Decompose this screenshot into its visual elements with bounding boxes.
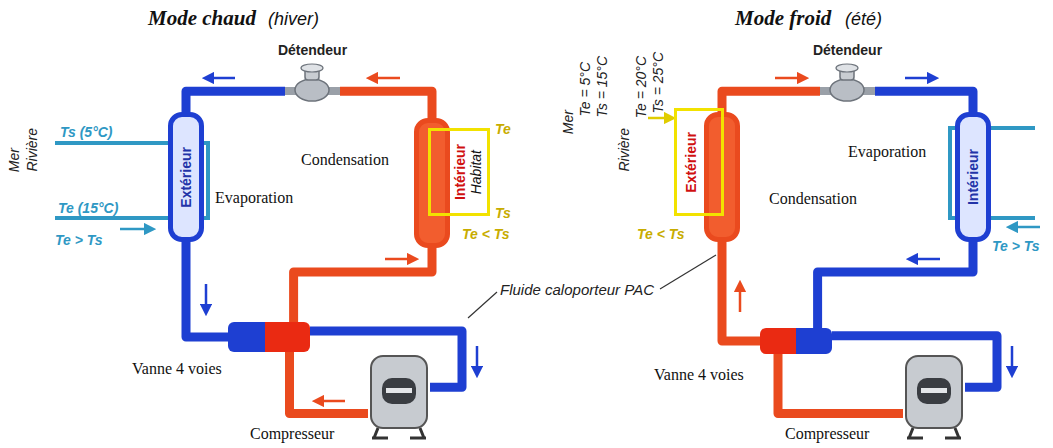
evaporator-coil: IntérieurEvaporation <box>955 112 991 242</box>
source-name: Rivière <box>24 128 40 172</box>
part-heading: Compresseur <box>250 425 334 443</box>
temperature-label: Ts = 25°C <box>650 52 666 114</box>
part-heading: Compresseur <box>785 425 869 443</box>
temperature-relation: Te < Ts <box>462 226 510 242</box>
mode-title: Mode froid <box>735 6 831 31</box>
temperature-relation: Te > Ts <box>55 232 103 248</box>
refrigerant-pipe <box>186 242 228 337</box>
four-way-valve: Vanne 4 voies <box>760 328 832 354</box>
source-name: Mer <box>6 148 22 172</box>
refrigerant-pipe <box>875 91 973 112</box>
part-heading: Evaporation <box>848 143 926 161</box>
temperature-relation: Te > Ts <box>992 238 1040 254</box>
refrigerant-pipe <box>186 91 285 112</box>
part-heading: Habitat <box>468 150 484 194</box>
temperature-label: Te <box>495 121 511 137</box>
compressor: Compresseur <box>903 352 965 440</box>
part-heading: Condensation <box>301 151 389 169</box>
source-name: Rivière <box>616 128 632 172</box>
refrigerant-pipe <box>722 91 820 112</box>
part-heading: Evaporation <box>215 189 293 207</box>
part-label: Intérieur <box>965 149 981 205</box>
part-heading: Détendeur <box>278 42 347 58</box>
mode-season: (hiver) <box>268 9 319 30</box>
temperature-label: Ts = 15°C <box>594 56 610 118</box>
part-heading: Condensation <box>769 190 857 208</box>
refrigerant-pipe <box>290 352 369 414</box>
part-label: Intérieur <box>452 144 468 200</box>
refrigerant-pipe <box>294 248 432 322</box>
part-heading: Vanne 4 voies <box>132 360 222 378</box>
compressor: Compresseur <box>368 352 430 440</box>
temperature-label: Ts (5°C) <box>60 124 113 140</box>
refrigerant-pipe <box>340 91 432 118</box>
temperature-relation: Te < Ts <box>637 226 685 242</box>
part-heading: Vanne 4 voies <box>654 366 744 384</box>
temperature-label: Te (15°C) <box>58 200 118 216</box>
fluid-callout: Fluide caloporteur PAC <box>500 281 654 298</box>
expansion-valve: Détendeur <box>820 62 875 107</box>
four-way-valve: Vanne 4 voies <box>228 322 310 352</box>
evaporator-coil: ExtérieurEvaporation <box>168 112 204 242</box>
refrigerant-pipe <box>778 354 903 414</box>
part-heading: Détendeur <box>813 42 882 58</box>
mode-season: (été) <box>845 9 882 30</box>
part-label: Extérieur <box>683 132 699 193</box>
source-name: Mer <box>560 110 576 134</box>
expansion-valve: Détendeur <box>285 62 340 107</box>
mode-title: Mode chaud <box>148 6 256 31</box>
temperature-label: Ts <box>495 205 511 221</box>
outdoor-exchange-box: Extérieur <box>674 108 724 216</box>
temperature-label: Te = 5°C <box>577 62 593 117</box>
indoor-exchange-box: IntérieurHabitat <box>428 128 490 216</box>
part-label: Extérieur <box>178 147 194 208</box>
refrigerant-pipe <box>722 242 760 341</box>
temperature-label: Te = 20°C <box>633 56 649 118</box>
condenser-coil: Condensation <box>414 118 450 248</box>
refrigerant-pipe <box>818 242 973 328</box>
